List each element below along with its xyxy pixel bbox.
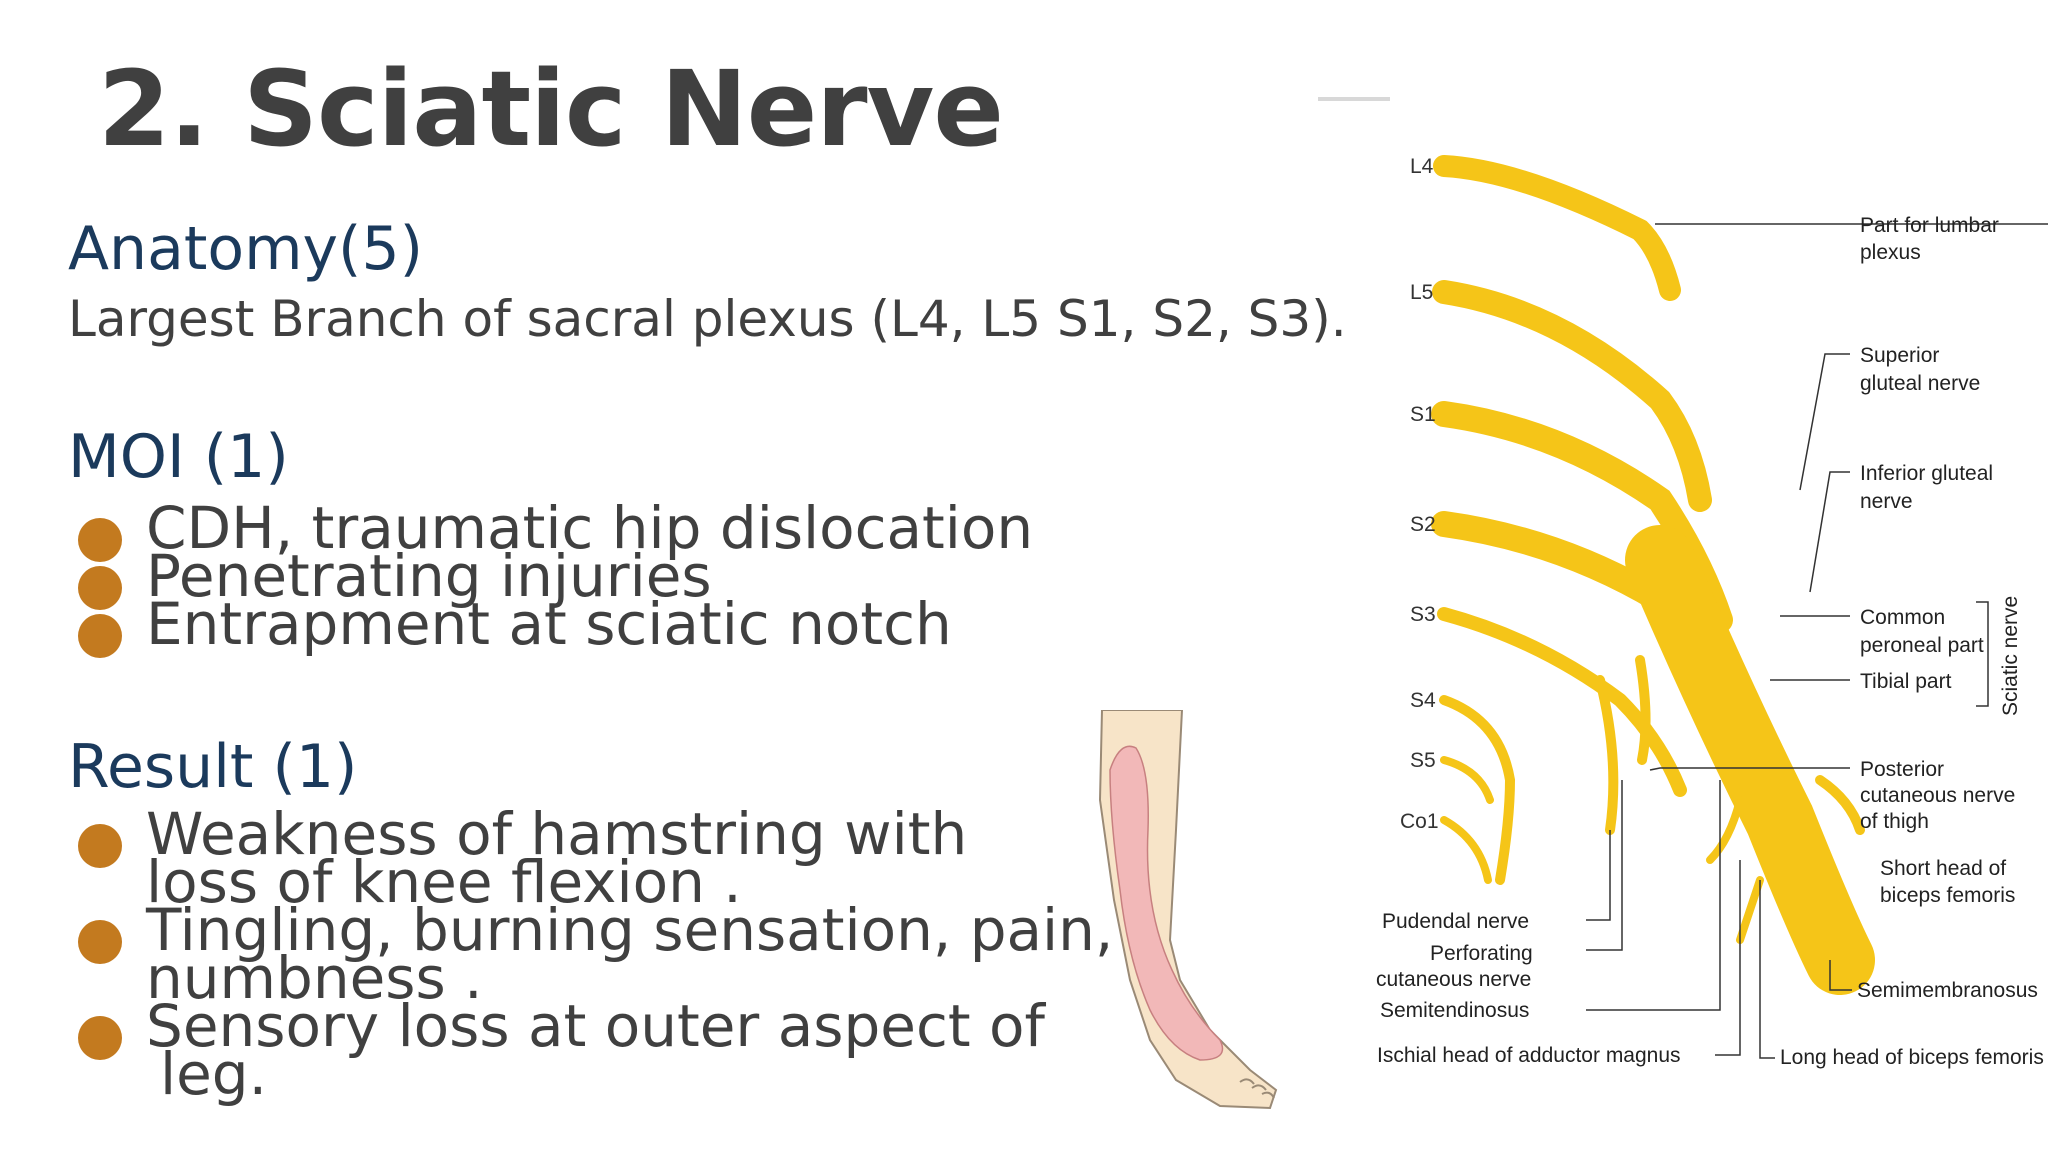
root-label-S2: S2 <box>1410 513 1436 536</box>
root-s4-branch <box>1439 695 1516 885</box>
list-item: Tingling, burning sensation, pain,numbne… <box>78 901 1113 1007</box>
root-label-L4: L4 <box>1410 155 1434 178</box>
root-co1-branch <box>1440 816 1492 884</box>
toes-outline <box>1239 1078 1275 1099</box>
label-semitendinosus: Semitendinosus <box>1380 999 1529 1022</box>
structure-labels: Part for lumbar plexus Superior gluteal … <box>1376 214 2044 1069</box>
leg-sensory-illustration <box>1098 710 1278 1110</box>
anatomy-text: Largest Branch of sacral plexus (L4, L5 … <box>68 290 1347 348</box>
sciatic-nerve-diagram: L4 L5 S1 S2 S3 S4 S5 Co1 Part for lumbar… <box>1376 155 2048 1069</box>
label-common-peroneal-2: peroneal part <box>1860 634 1984 657</box>
root-label-S1: S1 <box>1410 403 1436 426</box>
result-heading: Result (1) <box>68 732 358 802</box>
hamstring-branch-1 <box>1706 796 1744 864</box>
label-sup-gluteal-2: gluteal nerve <box>1860 372 1980 395</box>
nerve-roots <box>1431 155 1875 995</box>
bullet-icon <box>78 1016 122 1060</box>
label-perforating-1: Perforating <box>1430 942 1533 965</box>
sciatic-main-trunk <box>1625 525 1875 995</box>
label-inf-gluteal-1: Inferior gluteal <box>1860 462 1993 485</box>
hamstring-branch-2 <box>1736 876 1764 944</box>
list-item: CDH, traumatic hip dislocation <box>78 499 1033 562</box>
sensory-loss-area <box>1109 745 1224 1061</box>
label-post-cutaneous-1: Posterior <box>1860 758 1944 781</box>
root-label-S3: S3 <box>1410 603 1436 626</box>
pudendal-branch <box>1595 675 1619 835</box>
label-sciatic-nerve: Sciatic nerve <box>1999 596 2022 716</box>
bullet-icon <box>78 920 122 964</box>
label-inf-gluteal-2: nerve <box>1860 490 1913 513</box>
anatomy-heading: Anatomy(5) <box>68 214 424 284</box>
label-tibial: Tibial part <box>1860 670 1952 693</box>
leader-lines <box>1586 223 2048 1059</box>
label-lumbar-1: Part for lumbar <box>1860 214 1999 237</box>
label-pudendal: Pudendal nerve <box>1382 910 1529 933</box>
slide-title: 2. Sciatic Nerve <box>98 48 1004 170</box>
root-s3-trunk <box>1437 607 1687 797</box>
root-s5-branch <box>1440 756 1494 804</box>
root-label-Co1: Co1 <box>1400 810 1439 833</box>
root-l4-trunk <box>1433 155 1681 301</box>
label-sup-gluteal-1: Superior <box>1860 344 1939 367</box>
label-long-head: Long head of biceps femoris <box>1780 1046 2044 1069</box>
label-lumbar-2: plexus <box>1860 241 1921 264</box>
bullet-icon <box>78 824 122 868</box>
list-item: Entrapment at sciatic notch <box>78 595 1033 658</box>
decorative-line <box>1318 97 1390 101</box>
label-post-cutaneous-2: cutaneous nerve <box>1860 784 2015 807</box>
label-perforating-2: cutaneous nerve <box>1376 968 1531 991</box>
list-item: Penetrating injuries <box>78 547 1033 610</box>
moi-list: CDH, traumatic hip dislocation Penetrati… <box>78 499 1033 658</box>
label-ischial-head: Ischial head of adductor magnus <box>1377 1044 1681 1067</box>
root-labels: L4 L5 S1 S2 S3 S4 S5 Co1 <box>1400 155 1439 833</box>
label-common-peroneal-1: Common <box>1860 606 1945 629</box>
root-label-S4: S4 <box>1410 689 1436 712</box>
root-label-S5: S5 <box>1410 749 1436 772</box>
root-label-L5: L5 <box>1410 281 1433 304</box>
posterior-cutaneous-branch <box>1635 655 1651 765</box>
bullet-icon <box>78 518 122 562</box>
label-semimembranosus: Semimembranosus <box>1857 979 2038 1002</box>
short-head-branch <box>1815 775 1865 835</box>
root-l5-trunk <box>1432 280 1712 512</box>
moi-heading: MOI (1) <box>68 422 289 492</box>
bullet-icon <box>78 614 122 658</box>
label-short-head-2: biceps femoris <box>1880 884 2015 907</box>
bullet-icon <box>78 566 122 610</box>
label-post-cutaneous-3: of thigh <box>1860 810 1929 833</box>
label-short-head-1: Short head of <box>1880 857 2006 880</box>
